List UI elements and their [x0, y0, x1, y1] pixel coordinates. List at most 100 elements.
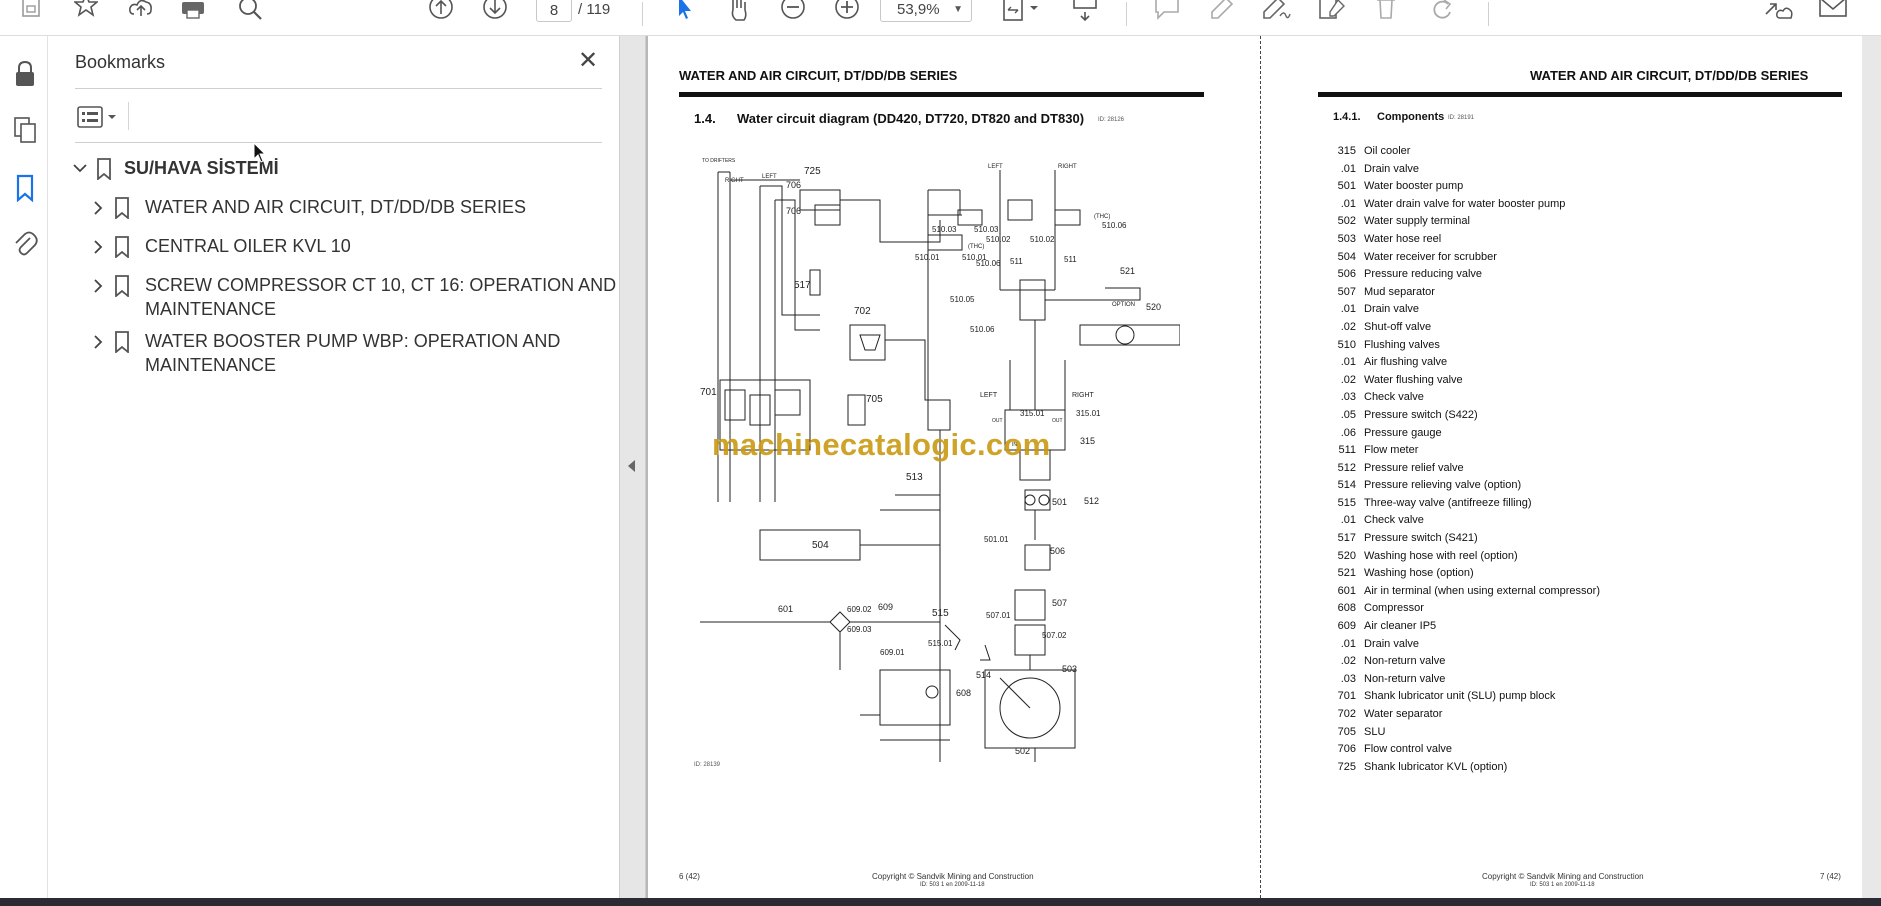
vertical-scrollbar[interactable] [1862, 36, 1881, 902]
component-name: Oil cooler [1364, 145, 1411, 157]
zoom-in-icon[interactable] [834, 0, 860, 20]
highlight-pen-icon[interactable] [1208, 0, 1234, 20]
label-515: 515 [932, 608, 949, 619]
component-number: .06 [1340, 426, 1356, 439]
edit-text-icon[interactable] [1318, 0, 1346, 20]
document-view[interactable] [646, 36, 1862, 902]
bookmark-item[interactable]: SCREW COMPRESSOR CT 10, CT 16: OPERATION… [48, 273, 620, 325]
star-icon[interactable] [74, 0, 98, 20]
label-512: 512 [1084, 496, 1099, 506]
component-name: Shank lubricator unit (SLU) pump block [1364, 690, 1556, 703]
zoom-level-select[interactable]: 53,9% ▼ [880, 0, 972, 22]
label-601: 601 [778, 604, 793, 614]
right-doc-id: ID: 503 1 en 2009-11-18 [1530, 882, 1595, 888]
panel-divider [75, 88, 602, 89]
link-cloud-icon[interactable] [1762, 0, 1794, 20]
component-number: .02 [1340, 320, 1356, 333]
pipe-lines [885, 339, 932, 401]
shank-lubricator-725 [799, 189, 841, 226]
upload-cloud-icon[interactable] [128, 0, 154, 20]
label-521: 521 [1120, 266, 1135, 276]
attachment-icon[interactable] [12, 230, 38, 256]
mail-icon[interactable] [1818, 0, 1848, 20]
lock-icon[interactable] [12, 60, 38, 86]
component-number: .01 [1340, 197, 1356, 210]
bookmark-label: SCREW COMPRESSOR CT 10, CT 16: OPERATION… [145, 275, 617, 295]
print-icon[interactable] [180, 0, 206, 20]
delete-icon[interactable] [1374, 0, 1398, 20]
hand-tool-icon[interactable] [726, 0, 752, 21]
label-503: 503 [1062, 664, 1077, 674]
component-number: .03 [1340, 391, 1356, 404]
label-right-2: RIGHT [1072, 392, 1095, 399]
label-609-03: 609.03 [847, 625, 872, 634]
label-520: 520 [1146, 302, 1161, 312]
component-name: Air flushing valve [1364, 356, 1448, 369]
pages-thumbnails-icon[interactable] [12, 116, 38, 143]
page-number-input[interactable] [536, 0, 572, 22]
label-option: OPTION [1112, 302, 1135, 308]
fit-page-icon[interactable] [1002, 0, 1042, 21]
hose-reel-520 [1115, 325, 1135, 345]
comment-icon[interactable] [1154, 0, 1180, 20]
bookmark-item[interactable]: WATER BOOSTER PUMP WBP: OPERATION AND MA… [48, 329, 620, 381]
label-702: 702 [854, 306, 871, 317]
label-506: 506 [1050, 546, 1065, 556]
chevron-down-icon[interactable] [72, 160, 88, 176]
pipe-lines [927, 189, 963, 400]
label-517: 517 [794, 280, 811, 291]
component-number: 520 [1337, 549, 1356, 562]
component-number: .01 [1340, 303, 1356, 316]
label-left-2: LEFT [980, 392, 998, 399]
label-514: 514 [976, 670, 991, 680]
flushing-valves-510 [957, 199, 1081, 226]
label-to-drifters-2: TO DRIFTERS [1012, 150, 1046, 152]
zoom-search-icon[interactable] [238, 0, 264, 20]
component-name: Non-return valve [1364, 655, 1446, 668]
component-name: Drain valve [1364, 303, 1420, 316]
label-609: 609 [878, 602, 893, 612]
previous-page-icon[interactable] [428, 0, 454, 20]
collapse-arrow-icon[interactable] [628, 460, 635, 472]
next-page-icon[interactable] [482, 0, 508, 20]
component-number: 601 [1337, 584, 1356, 597]
label-right-3: RIGHT [1058, 164, 1077, 170]
close-icon[interactable]: ✕ [577, 47, 599, 74]
component-row: .01 Air flushing valve [1326, 354, 1786, 372]
rotate-icon[interactable] [1430, 0, 1454, 20]
left-page-number: 6 (42) [679, 872, 700, 881]
chevron-right-icon[interactable] [90, 278, 106, 294]
zoom-out-icon[interactable] [780, 0, 806, 20]
panel-splitter[interactable] [620, 36, 646, 902]
save-icon[interactable] [20, 0, 42, 20]
label-501: 501 [1052, 497, 1067, 507]
component-name: Check valve [1364, 514, 1424, 527]
component-number: 506 [1337, 268, 1356, 281]
scroll-mode-icon[interactable] [1072, 0, 1098, 22]
label-left: LEFT [762, 174, 777, 180]
bookmark-item[interactable]: CENTRAL OILER KVL 10 [48, 234, 620, 264]
chevron-right-icon[interactable] [90, 239, 106, 255]
draw-signature-icon[interactable] [1262, 0, 1292, 20]
chevron-right-icon[interactable] [90, 200, 106, 216]
page-total: / 119 [578, 1, 611, 18]
bookmark-icon [115, 236, 129, 258]
chevron-right-icon[interactable] [90, 334, 106, 350]
bookmark-root[interactable]: SU/HAVA SİSTEMİ [48, 156, 620, 186]
select-cursor-icon[interactable] [674, 0, 696, 20]
bookmark-panel-icon[interactable] [12, 174, 38, 203]
component-name: Non-return valve [1364, 672, 1446, 685]
component-number: 702 [1337, 708, 1356, 720]
bookmark-options-button[interactable] [76, 104, 120, 130]
label-510-06-c: 510.06 [970, 325, 995, 334]
bookmark-item[interactable]: WATER AND AIR CIRCUIT, DT/DD/DB SERIES [48, 195, 620, 225]
component-name: Flow meter [1364, 444, 1419, 457]
component-number: .01 [1340, 356, 1356, 369]
label-315-01: 315.01 [1020, 409, 1045, 418]
label-725: 725 [804, 166, 821, 177]
